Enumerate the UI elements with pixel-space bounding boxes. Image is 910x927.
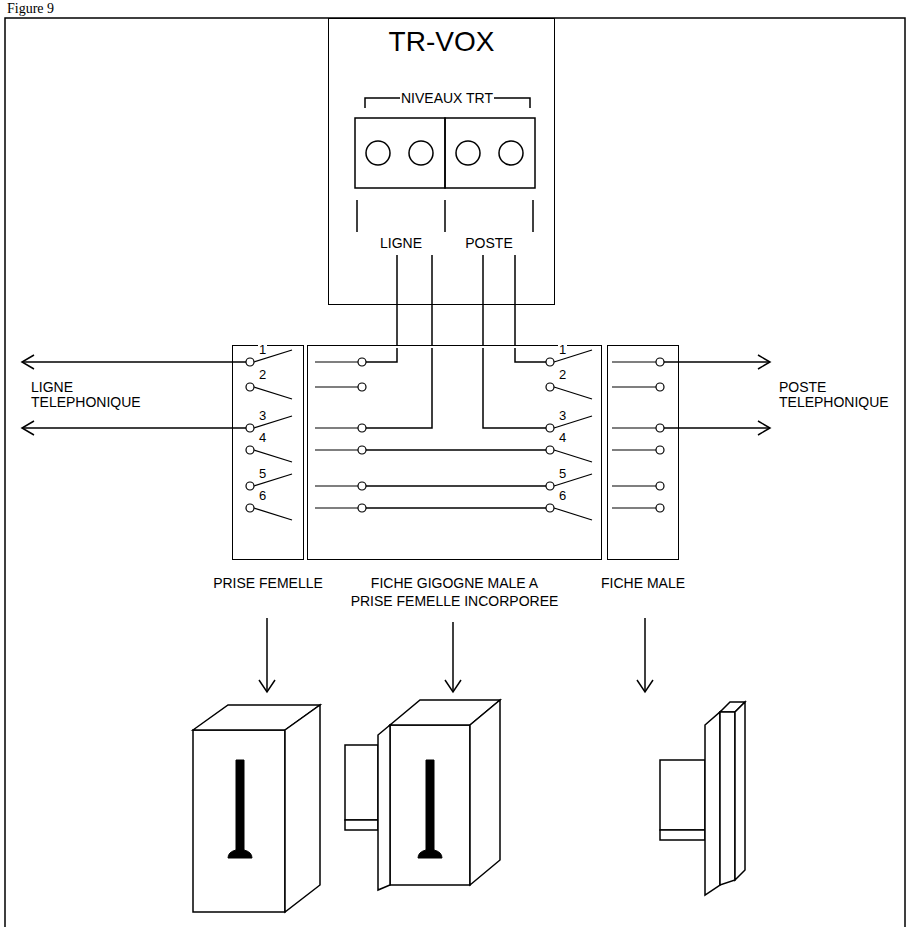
- wire: [431, 305, 433, 345]
- pin-stub: [315, 449, 358, 450]
- section-label: NIVEAUX TRT: [400, 91, 494, 106]
- contact: [554, 450, 592, 462]
- contact: [554, 387, 592, 399]
- pin: [358, 358, 366, 366]
- pin-number: 4: [558, 431, 567, 445]
- pin-stub: [315, 386, 358, 387]
- pin-number: 2: [258, 368, 267, 382]
- figure-frame: [5, 18, 905, 927]
- pin-number: 6: [558, 489, 567, 503]
- wire: [514, 305, 516, 345]
- set-label: POSTE TELEPHONIQUE: [778, 380, 900, 411]
- pin: [656, 504, 664, 512]
- pin-number: 6: [258, 489, 267, 503]
- pin: [358, 424, 366, 432]
- port-label: POSTE: [464, 236, 513, 251]
- pin: [246, 446, 254, 454]
- pin: [246, 482, 254, 490]
- figure-number: Figure 9: [6, 1, 55, 16]
- terminal-block: [445, 118, 535, 188]
- pin-stub: [612, 427, 656, 428]
- pin: [246, 358, 254, 366]
- pin-stub: [612, 449, 656, 450]
- pin: [546, 504, 554, 512]
- pin-stub: [612, 361, 656, 362]
- contact: [254, 450, 292, 462]
- pin: [246, 504, 254, 512]
- pin-number: 3: [258, 409, 267, 423]
- terminal-block: [355, 118, 445, 188]
- plug-box: FICHE MALE: [607, 345, 679, 560]
- contact: [554, 508, 592, 520]
- pin: [546, 383, 554, 391]
- adapter-drawing: [345, 745, 378, 820]
- pin: [656, 424, 664, 432]
- contact: [254, 508, 292, 520]
- part-caption: FICHE GIGOGNE MALE A PRISE FEMELLE INCOR…: [330, 575, 580, 610]
- socket-box: PRISE FEMELLE: [232, 345, 304, 560]
- pin-number: 4: [258, 431, 267, 445]
- pin: [546, 482, 554, 490]
- pin-number: 1: [258, 343, 267, 357]
- pin-number: 5: [558, 467, 567, 481]
- pin-stub: [315, 361, 358, 362]
- device-name: TR-VOX: [329, 19, 554, 59]
- pin-number: 5: [258, 467, 267, 481]
- trimmer: [456, 141, 480, 165]
- trimmer: [409, 141, 433, 165]
- line-label: LIGNE TELEPHONIQUE: [30, 380, 152, 411]
- contact: [254, 387, 292, 399]
- pin: [546, 424, 554, 432]
- wire: [396, 305, 398, 345]
- pin: [246, 424, 254, 432]
- device-box: TR-VOX: [328, 18, 555, 305]
- pin-stub: [612, 485, 656, 486]
- pin: [656, 358, 664, 366]
- pin: [358, 504, 366, 512]
- pin-stub: [315, 427, 358, 428]
- pin-stub: [315, 507, 358, 508]
- pin-stub: [612, 507, 656, 508]
- port-label: LIGNE: [379, 236, 423, 251]
- part-caption: FICHE MALE: [601, 575, 685, 593]
- pin: [358, 482, 366, 490]
- trimmer: [499, 141, 523, 165]
- trimmer: [366, 141, 390, 165]
- pin: [546, 358, 554, 366]
- socket-drawing: [193, 730, 285, 912]
- pin: [656, 446, 664, 454]
- pin: [358, 446, 366, 454]
- pin-stub: [612, 386, 656, 387]
- pin: [656, 482, 664, 490]
- pin: [656, 383, 664, 391]
- plug-drawing: [660, 760, 705, 830]
- wire: [482, 305, 484, 345]
- pin-stub: [315, 485, 358, 486]
- pin: [246, 383, 254, 391]
- part-caption: PRISE FEMELLE: [213, 575, 323, 593]
- pin-number: 1: [558, 343, 567, 357]
- pin-number: 2: [558, 368, 567, 382]
- pin-number: 3: [558, 409, 567, 423]
- pin: [358, 383, 366, 391]
- pin: [546, 446, 554, 454]
